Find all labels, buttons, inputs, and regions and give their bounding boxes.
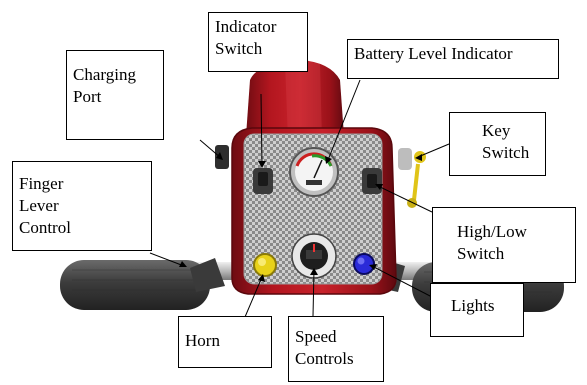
callout-indicator-switch: Indicator Switch [208,12,308,72]
left-grip [60,260,210,310]
indicator-switch [253,168,273,194]
callout-charging-port: Charging Port [66,50,164,140]
leader-lines [149,79,450,318]
callout-key-switch: Key Switch [449,112,546,176]
callout-battery-level: Battery Level Indicator [347,39,559,79]
callout-finger-lever: Finger Lever Control [12,161,152,251]
control-panel [243,133,383,285]
callout-charging-port-line1: Charging [73,65,136,84]
callout-indicator-switch-line1: Indicator [215,17,277,36]
callout-high-low-switch-line1: High/Low [457,222,527,241]
callout-speed-controls-line2: Controls [295,349,354,368]
callout-horn: Horn [178,316,272,368]
callout-finger-lever-line3: Control [19,218,71,237]
callout-lights-line1: Lights [451,296,495,315]
charging-port [215,145,229,169]
callout-battery-level-line1: Battery Level Indicator [354,44,513,63]
key-switch [398,148,426,208]
horn-button [253,253,277,277]
callout-charging-port-line2: Port [73,87,102,106]
callout-lights: Lights [430,283,524,337]
callout-high-low-switch: High/Low Switch [432,207,576,283]
callout-key-switch-line2: Switch [482,143,530,162]
callout-high-low-switch-line2: Switch [457,244,505,263]
callout-key-switch-line1: Key [482,121,511,140]
callout-indicator-switch-line2: Switch [215,39,263,58]
speed-knob [291,233,337,279]
callout-speed-controls-line1: Speed [295,327,337,346]
callout-speed-controls: Speed Controls [288,316,384,382]
high-low-switch [362,168,382,194]
callout-horn-line1: Horn [185,331,220,350]
finger-lever-left [190,258,225,292]
lights-button [353,253,375,275]
arrow-heads [179,152,422,282]
battery-gauge [289,147,339,197]
callout-finger-lever-line1: Finger [19,174,64,193]
callout-finger-lever-line2: Lever [19,196,59,215]
